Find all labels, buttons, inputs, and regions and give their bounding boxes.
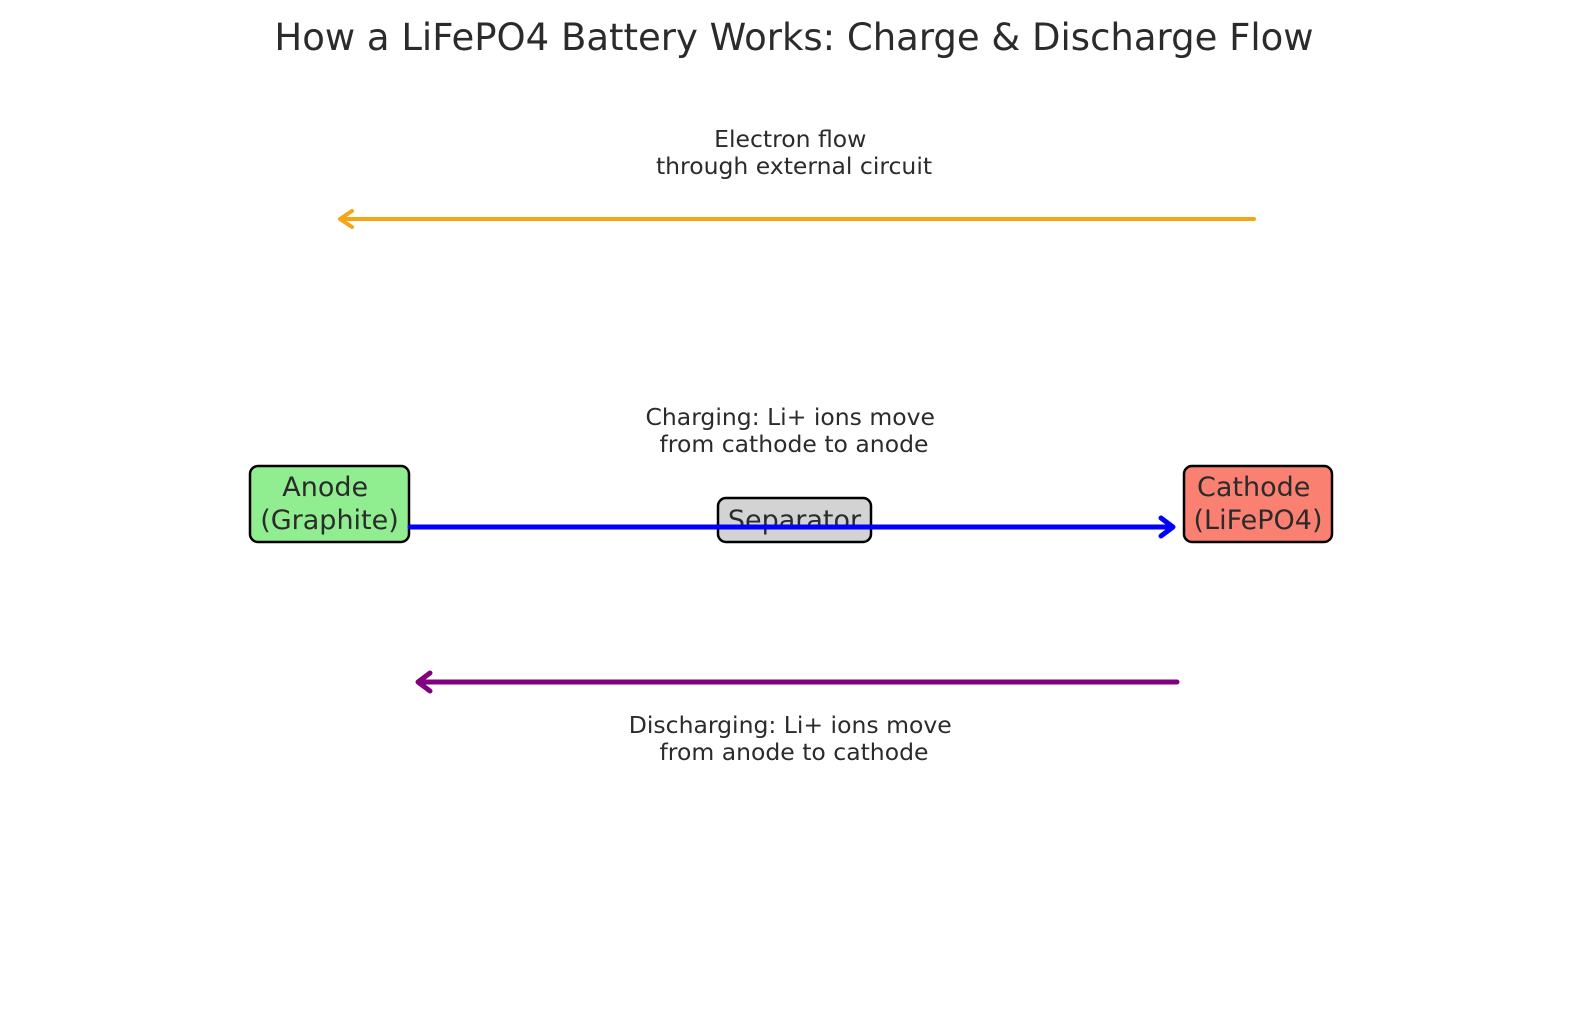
anode-label-line1: Anode [282, 472, 368, 503]
discharging-label: Discharging: Li+ ions move from anode to… [629, 711, 959, 766]
cathode-label-line2: (LiFePO4) [1194, 505, 1323, 536]
anode-node: Anode (Graphite) [248, 464, 411, 544]
electron-flow-label-line1: Electron flow [714, 125, 866, 153]
charging-label-line1: Charging: Li+ ions move [645, 403, 935, 431]
charging-label: Charging: Li+ ions move from cathode to … [645, 403, 942, 458]
charging-arrow [407, 515, 1176, 539]
discharging-label-line2: from anode to cathode [660, 738, 929, 766]
discharging-label-line1: Discharging: Li+ ions move [629, 711, 952, 739]
separator-node: Separator [716, 496, 873, 544]
diagram-title: How a LiFePO4 Battery Works: Charge & Di… [274, 16, 1313, 59]
cathode-label-line1: Cathode [1197, 472, 1310, 503]
charging-label-line2: from cathode to anode [660, 430, 929, 458]
anode-label-line2: (Graphite) [260, 505, 399, 536]
electron-flow-arrow [338, 209, 1256, 229]
electron-flow-label: Electron flow through external circuit [656, 125, 932, 180]
anode-label: Anode (Graphite) [260, 472, 399, 536]
electron-flow-label-line2: through external circuit [656, 152, 932, 180]
separator-label: Separator [728, 505, 862, 536]
cathode-node: Cathode (LiFePO4) [1182, 464, 1334, 544]
discharging-arrow [415, 670, 1180, 694]
cathode-label: Cathode (LiFePO4) [1194, 472, 1323, 536]
